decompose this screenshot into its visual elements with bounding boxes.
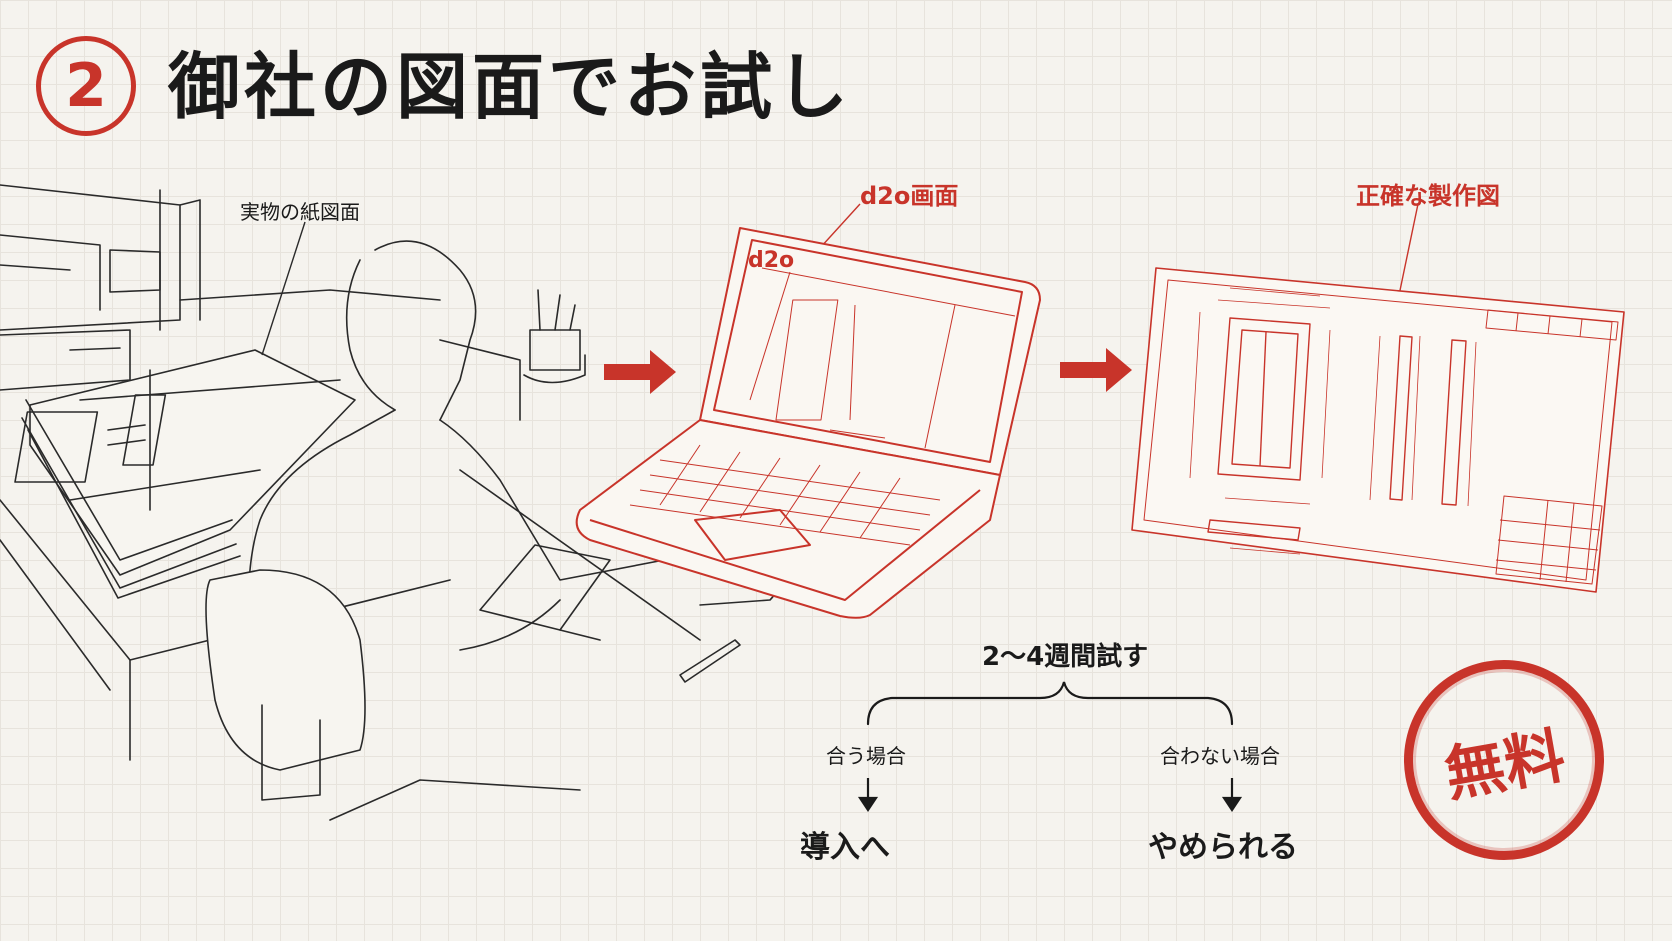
decision-bracket — [866, 681, 1234, 726]
free-stamp-text: 無料 — [1439, 720, 1571, 811]
drawing-leader-line — [1397, 203, 1419, 301]
nofit-case-label: 合わない場合 — [1160, 744, 1280, 768]
screen-label: d2o画面 — [860, 182, 959, 210]
trial-period-label: 2〜4週間試す — [982, 642, 1149, 672]
arrow-right-icon — [1060, 348, 1132, 392]
desk — [0, 339, 701, 761]
app-logo: d2o — [748, 248, 795, 273]
step-number: 2 — [65, 51, 107, 121]
notebook — [479, 544, 611, 641]
down-arrow-icon — [857, 778, 879, 812]
chair — [205, 569, 581, 821]
production-drawing-label: 正確な製作図 — [1356, 182, 1500, 210]
paper-drawing-label: 実物の紙図面 — [240, 200, 360, 224]
nofit-result-label: やめられる — [1148, 830, 1298, 865]
down-arrow-icon — [1221, 778, 1243, 812]
paper-leader-line — [261, 221, 306, 356]
pen-holder-icon — [523, 289, 586, 384]
screen-leader-line — [819, 203, 861, 249]
page-title: 御社の図面でお試し — [168, 45, 853, 129]
fit-case-label: 合う場合 — [826, 744, 906, 768]
laptop — [575, 227, 1041, 619]
step-number-badge: 2 — [36, 36, 136, 136]
paper-drawing — [14, 349, 356, 599]
production-drawing — [1131, 267, 1625, 593]
arrow-right-icon — [604, 350, 676, 394]
back-shelf — [0, 184, 441, 391]
fit-result-label: 導入へ — [800, 830, 890, 865]
pen-icon — [679, 639, 741, 683]
